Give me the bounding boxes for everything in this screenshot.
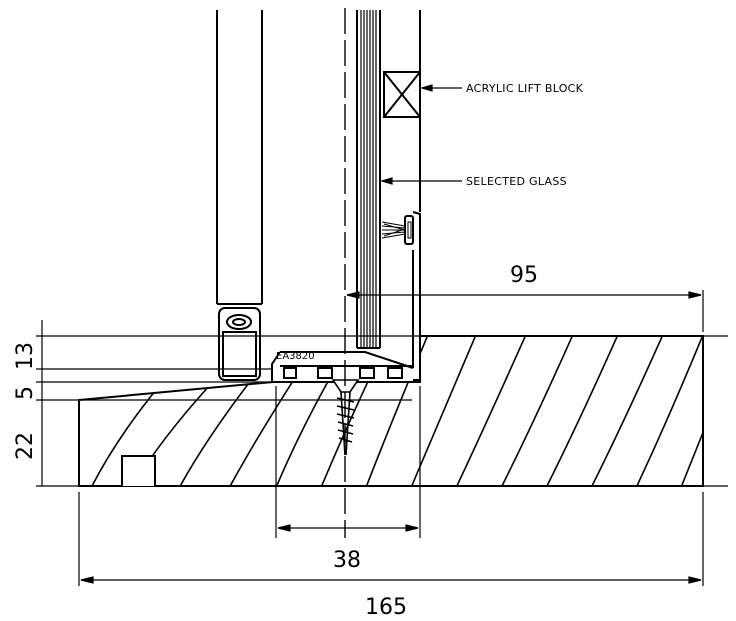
profile-code-label: EA3820 (276, 351, 315, 362)
door-frame (216, 10, 263, 305)
dim-inner-width-value: 38 (333, 548, 361, 573)
dim-height-b-value: 13 (13, 342, 38, 370)
dim-overall-width (78, 492, 704, 586)
bottom-seal-profile (218, 307, 261, 381)
dim-heights (36, 320, 728, 487)
dim-inner-width (275, 386, 421, 538)
dim-height-a-value: 5 (13, 386, 38, 400)
leaders (379, 84, 462, 185)
glass-label: SELECTED GLASS (466, 175, 567, 188)
dim-height-c-value: 22 (13, 432, 38, 460)
dim-top-width (346, 290, 704, 332)
acrylic-lift-block (383, 71, 421, 118)
timber-sill (78, 335, 704, 487)
dim-overall-width-value: 165 (365, 595, 407, 620)
brush-seal (381, 215, 414, 245)
lift-block-label: ACRYLIC LIFT BLOCK (466, 82, 584, 95)
glass-panel (356, 10, 381, 349)
dim-top-width-value: 95 (510, 263, 538, 288)
